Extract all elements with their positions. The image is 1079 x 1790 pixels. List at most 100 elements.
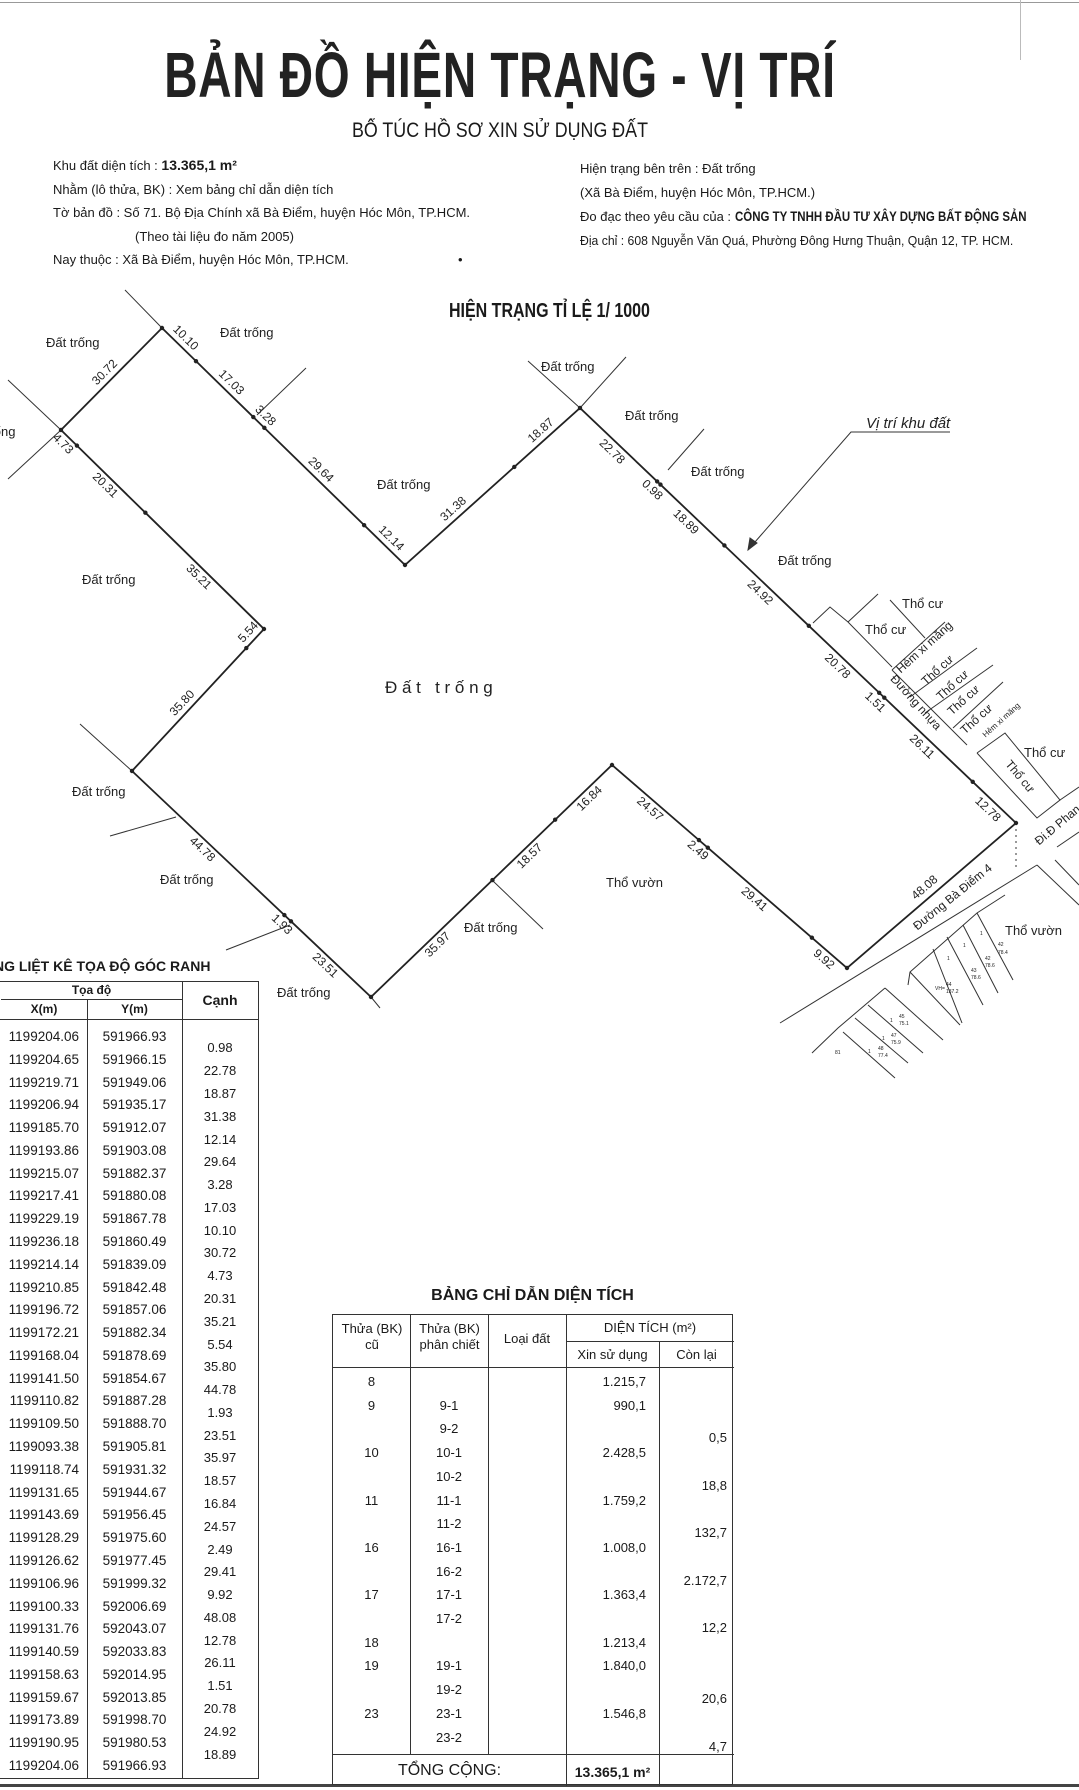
coord-group-header: Tọa độ [71, 983, 112, 997]
coord-y-cell: 591977.45 [102, 1552, 167, 1568]
coord-x-cell: 1199206.94 [8, 1097, 79, 1113]
lot-number-label: 78.6 [971, 975, 981, 981]
coord-x-cell: 1199131.76 [8, 1621, 79, 1637]
edge-length-label: 23.51 [310, 950, 342, 981]
coord-x-cell: 1199093.38 [8, 1439, 79, 1455]
vertex-marker [361, 522, 367, 528]
vertex-marker [658, 482, 663, 487]
neighbor-line [7, 379, 62, 431]
edge-length-cell: 4.73 [207, 1268, 233, 1284]
edge-length-cell: 26.11 [204, 1655, 236, 1671]
edge-length-label: 4.73 [50, 430, 77, 457]
split-parcel-cell: 10-1 [435, 1445, 463, 1461]
y-column-header: Y(m) [121, 1002, 148, 1016]
vertex-marker [282, 912, 287, 918]
split-parcel-cell: 11-2 [436, 1516, 462, 1532]
vertex-marker [696, 837, 702, 843]
lot-number-label: 78.6 [985, 963, 995, 969]
edge-length-label: 44.78 [187, 834, 219, 865]
edge-length-label: 1.93 [269, 911, 296, 937]
coord-y-cell: 591912.07 [102, 1120, 167, 1136]
coord-x-cell: 1199159.67 [8, 1689, 79, 1705]
vertex-marker [244, 645, 249, 651]
requested-area-cell: 1.008,0 [602, 1539, 646, 1555]
coord-x-cell: 1199128.29 [8, 1530, 79, 1546]
lot-number-label: 1 [890, 1018, 893, 1024]
edge-length-cell: 35.21 [203, 1313, 237, 1329]
x-column-header: X(m) [30, 1002, 58, 1016]
edge-length-label: 18.89 [670, 506, 702, 537]
split-parcel-cell: 17-2 [435, 1611, 463, 1626]
residential-line [909, 647, 978, 698]
coord-y-cell: 591880.08 [102, 1188, 167, 1204]
old-parcel-cell: 9 [367, 1397, 376, 1413]
edge-length-cell: 24.92 [203, 1723, 237, 1739]
old-parcel-cell: 10 [364, 1445, 379, 1461]
lot-front-line [811, 987, 886, 1054]
coord-x-cell: 1199217.41 [8, 1188, 79, 1204]
residential-line [847, 593, 879, 623]
edge-length-label: 20.78 [822, 651, 854, 682]
edge-column-header: Cạnh [202, 992, 238, 1008]
right-margin-line [1020, 0, 1021, 60]
lot-number-label: 81 [835, 1050, 841, 1056]
neighbor-line [256, 367, 307, 416]
residential-line [952, 681, 1004, 729]
vertex-marker [288, 919, 294, 924]
coord-x-cell: 1199196.72 [8, 1302, 79, 1318]
info-requested-value: CÔNG TY TNHH ĐẦU TƯ XÂY DỰNG BẤT ĐỘNG SẢ… [734, 208, 1027, 224]
label-vacant: Đất trống [464, 920, 517, 935]
vertex-marker [722, 543, 727, 548]
edge-length-label: 10.10 [170, 322, 202, 353]
lot-number-label: 75.1 [899, 1021, 909, 1027]
edge-length-label: 3.28 [252, 402, 279, 429]
neighbor-boundaries [7, 289, 1079, 1079]
split-parcel-cell: 19-1 [435, 1658, 463, 1674]
edge-length-cell: 2.49 [207, 1541, 233, 1557]
split-parcel-cell: 17-1 [435, 1587, 463, 1603]
split-parcel-header: Thửa (BK) phân chiết [419, 1321, 480, 1352]
edge-length-label: 24.92 [745, 577, 777, 608]
edge-length-cell: 12.14 [203, 1131, 237, 1147]
coord-y-cell: 592014.95 [102, 1666, 167, 1682]
lot-number-label: 77.4 [878, 1053, 888, 1059]
vertex-marker [368, 994, 374, 1000]
coord-y-cell: 591842.48 [102, 1279, 167, 1295]
vertex-marker [1013, 820, 1019, 826]
label-vacant: Đất trống [82, 572, 135, 587]
edge-length-label: 0.98 [639, 477, 666, 503]
coord-y-cell: 591931.32 [102, 1461, 167, 1477]
coord-y-cell: 591935.17 [102, 1097, 167, 1113]
coord-x-cell: 1199172.21 [8, 1325, 79, 1341]
vertex-marker [876, 690, 882, 695]
road-edge-line [891, 669, 968, 746]
edge-length-label: 35.21 [183, 561, 214, 592]
coord-y-cell: 591905.81 [102, 1439, 167, 1455]
land-type-header: Loại đất [503, 1331, 551, 1346]
coord-x-cell: 1199143.69 [8, 1507, 79, 1523]
top-border-line [0, 2, 1079, 3]
info-map-sheet: Tờ bản đồ : Số 71. Bộ Địa Chính xã Bà Đi… [53, 205, 471, 220]
info-location: (Xã Bà Điểm, huyện Hóc Môn, TP.HCM.) [580, 185, 816, 200]
edge-length-cell: 22.78 [203, 1063, 237, 1079]
lot-number-label: 48 [878, 1046, 884, 1052]
requested-area-cell: 1.840,0 [602, 1658, 646, 1674]
area-group-header: DIỆN TÍCH (m²) [603, 1320, 697, 1335]
vertex-marker [882, 695, 887, 700]
vertex-marker [552, 817, 558, 822]
vertex-marker [512, 464, 517, 470]
residential-line [889, 599, 926, 639]
coord-x-cell: 1199236.18 [8, 1234, 79, 1250]
edge-length-cell: 5.54 [207, 1336, 233, 1352]
neighbor-line [109, 816, 177, 837]
lot-number-label: 45 [899, 1014, 905, 1020]
coord-x-cell: 1199100.33 [8, 1598, 79, 1614]
vertex-marker [806, 623, 812, 628]
residential-block-outline [812, 606, 893, 668]
old-parcel-cell: 11 [364, 1492, 379, 1508]
split-parcel-cell: 23-1 [435, 1705, 463, 1721]
edge-length-cell: 44.78 [203, 1382, 237, 1398]
remaining-area-cell: 4,7 [708, 1738, 727, 1754]
requested-header: Xin sử dụng [577, 1347, 648, 1362]
area-table-title: BẢNG CHỈ DẪN DIỆN TÍCH [431, 1287, 634, 1304]
